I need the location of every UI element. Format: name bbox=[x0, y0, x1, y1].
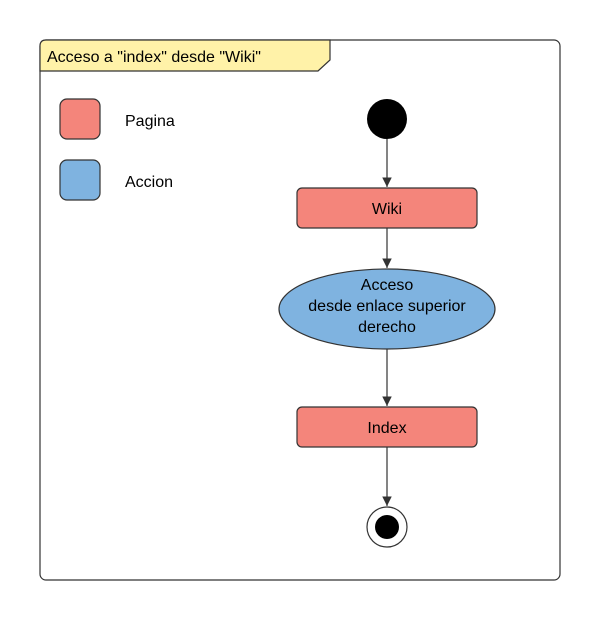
page-node-wiki-label: Wiki bbox=[372, 201, 402, 218]
page-node-index-label: Index bbox=[367, 420, 406, 437]
initial-node bbox=[367, 99, 407, 139]
action-node-label-line3: derecho bbox=[358, 319, 416, 336]
final-node-inner bbox=[375, 515, 399, 539]
legend-swatch-accion bbox=[59, 159, 101, 201]
frame-title: Acceso a "index" desde "Wiki" bbox=[47, 49, 261, 66]
legend-label-accion: Accion bbox=[125, 174, 173, 191]
legend-swatch-pagina bbox=[59, 98, 101, 140]
action-node-label-line1: Acceso bbox=[361, 277, 414, 294]
frame-title-tab bbox=[39, 39, 331, 72]
legend-label-pagina: Pagina bbox=[125, 113, 175, 130]
action-node-label-line2: desde enlace superior bbox=[308, 298, 466, 315]
